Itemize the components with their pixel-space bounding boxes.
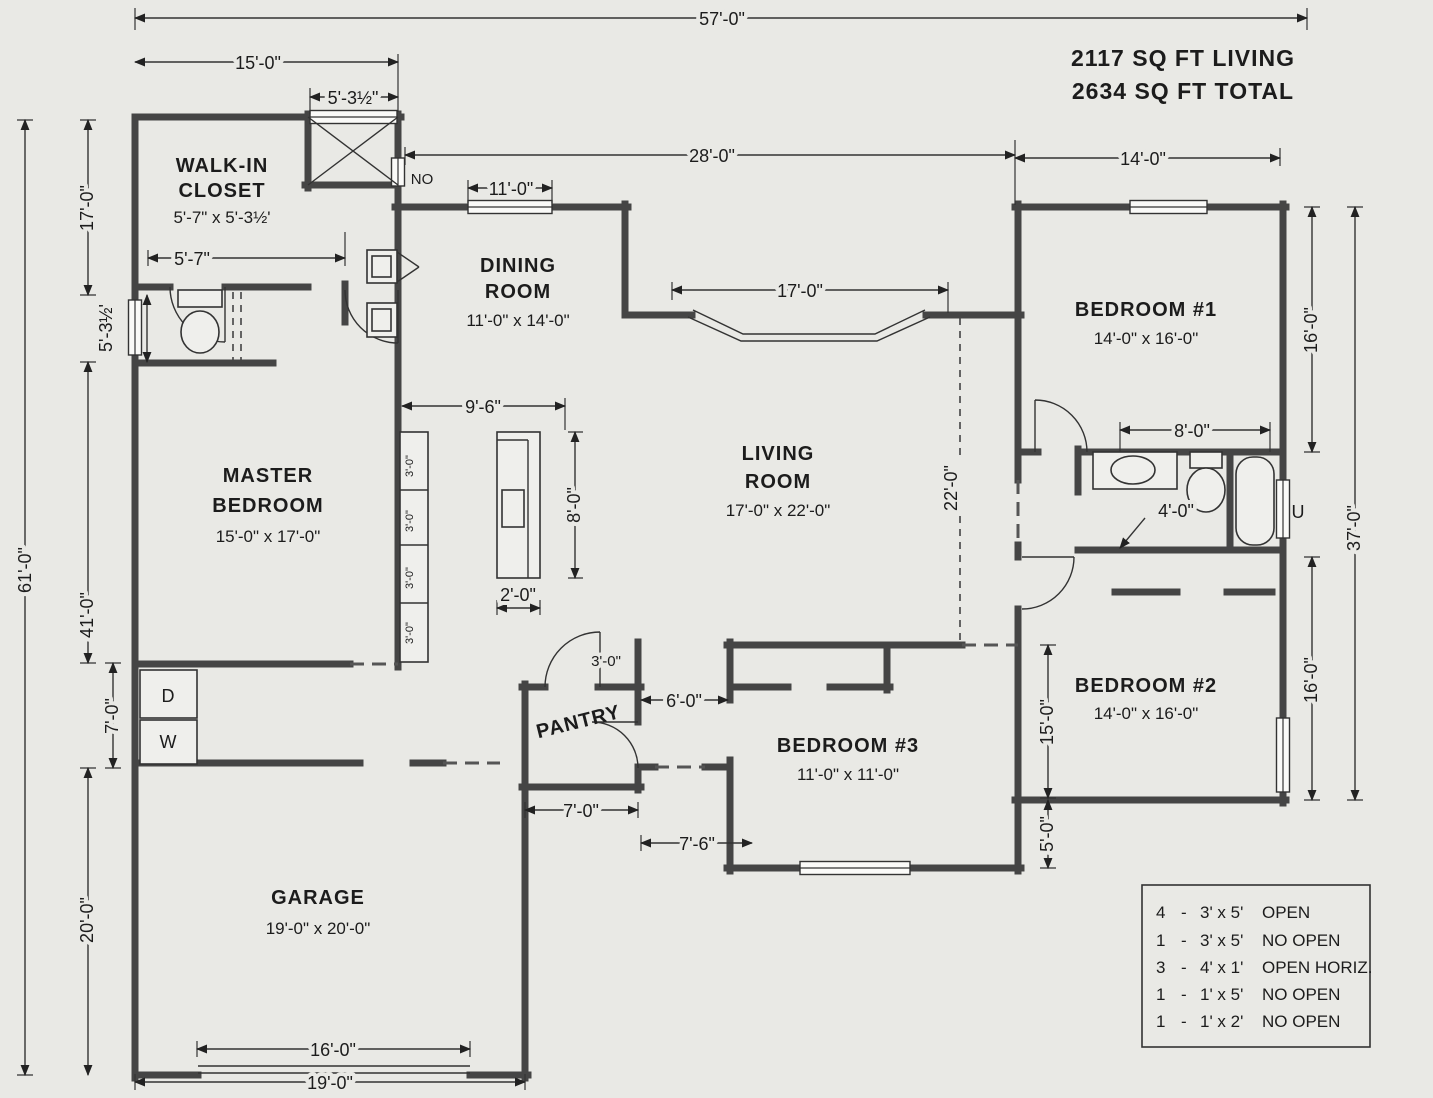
dim-living-depth: 22'-0" bbox=[941, 465, 961, 511]
window-legend: 4-3' x 5'OPEN 1-3' x 5'NO OPEN 3-4' x 1'… bbox=[1141, 884, 1373, 1048]
dim-cabinet-2: 3'-0" bbox=[404, 510, 416, 532]
dim-right-width: 14'-0" bbox=[1120, 149, 1166, 169]
dim-garage-door: 16'-0" bbox=[310, 1040, 356, 1060]
dim-closet-block-width: 15'-0" bbox=[235, 53, 281, 73]
doors bbox=[169, 286, 1088, 769]
dim-left-mid: 41'-0" bbox=[77, 592, 97, 638]
dim-cabinet-4: 3'-0" bbox=[404, 622, 416, 644]
legend-row-4: 1-1' x 5'NO OPEN bbox=[1156, 985, 1340, 1004]
refrigerator bbox=[366, 249, 420, 284]
dim-kitchen-width: 9'-6" bbox=[465, 397, 501, 417]
dim-right-total: 37'-0" bbox=[1344, 505, 1364, 551]
bath-sink bbox=[1092, 451, 1178, 490]
pantry-north-door bbox=[544, 631, 601, 688]
bedroom3-size: 11'-0" x 11'-0" bbox=[797, 765, 899, 784]
dim-overall-width: 57'-0" bbox=[699, 9, 745, 29]
washer-label: W bbox=[160, 732, 177, 752]
dryer-label: D bbox=[162, 686, 175, 706]
dim-hall-width: 6'-0" bbox=[666, 691, 702, 711]
dim-garage-depth: 20'-0" bbox=[77, 897, 97, 943]
legend-row-1: 4-3' x 5'OPEN bbox=[1156, 903, 1310, 922]
dim-closet-window: 5'-3½" bbox=[328, 88, 379, 108]
bedroom2-size: 14'-0" x 16'-0" bbox=[1094, 704, 1199, 723]
toilet-bath2 bbox=[1186, 451, 1226, 513]
living-room-size: 17'-0" x 22'-0" bbox=[726, 501, 831, 520]
garage-size: 19'-0" x 20'-0" bbox=[266, 919, 371, 938]
pantry-east-door bbox=[591, 721, 639, 769]
dim-left-window: 5'-3½' bbox=[96, 304, 116, 352]
bay-window bbox=[687, 309, 931, 342]
walk-in-closet-label-1: WALK-IN bbox=[176, 155, 269, 177]
no-open-label: NO bbox=[411, 171, 434, 188]
legend-row-3: 3-4' x 1'OPEN HORIZ. bbox=[1156, 958, 1373, 977]
legend-box bbox=[1141, 884, 1371, 1048]
master-hall-door bbox=[344, 289, 399, 344]
dim-left-upper: 17'-0" bbox=[77, 185, 97, 231]
dim-cabinet-1: 3'-0" bbox=[404, 455, 416, 477]
linen-closet-x bbox=[307, 116, 399, 186]
bath-hall-leader bbox=[1119, 517, 1146, 549]
dim-garage-width: 19'-0" bbox=[307, 1073, 353, 1093]
dim-dining-window: 11'-0" bbox=[489, 179, 534, 199]
windows bbox=[127, 109, 1291, 1074]
dining-room-size: 11'-0" x 14'-0" bbox=[466, 311, 569, 330]
master-bedroom-label-2: BEDROOM bbox=[212, 495, 323, 517]
legend-row-5: 1-1' x 2'NO OPEN bbox=[1156, 1012, 1340, 1031]
dim-bed2-inner: 15'-0" bbox=[1037, 699, 1057, 745]
sqft-total-label: 2634 SQ FT TOTAL bbox=[1072, 78, 1294, 104]
washer-box bbox=[139, 719, 198, 765]
dimension-lines bbox=[17, 8, 1363, 1090]
wall-openings-dashed bbox=[350, 480, 1020, 769]
dim-bed2-depth: 16'-0" bbox=[1301, 657, 1321, 703]
dim-pantry-width: 7'-0" bbox=[563, 801, 599, 821]
utility-label: U bbox=[1292, 502, 1305, 522]
dim-hall-offset: 7'-6" bbox=[679, 834, 715, 854]
kitchen-island bbox=[496, 431, 541, 579]
dim-overall-height: 61'-0" bbox=[15, 547, 35, 593]
kitchen-cabinets bbox=[399, 431, 429, 663]
dim-bath-width: 8'-0" bbox=[1174, 421, 1210, 441]
garage-door bbox=[198, 1065, 470, 1074]
living-room-label-2: ROOM bbox=[745, 471, 811, 493]
bedroom1-label: BEDROOM #1 bbox=[1075, 299, 1217, 321]
dining-room-label-2: ROOM bbox=[485, 281, 551, 303]
walk-in-closet-label-2: CLOSET bbox=[178, 180, 265, 202]
living-room-label-1: LIVING bbox=[742, 443, 815, 465]
garage-label: GARAGE bbox=[271, 887, 365, 909]
dim-bay-window: 17'-0" bbox=[777, 281, 823, 301]
dining-room-label-1: DINING bbox=[480, 255, 556, 277]
walk-in-closet-size: 5'-7" x 5'-3½' bbox=[173, 208, 270, 227]
labels: 2117 SQ FT LIVING 2634 SQ FT TOTAL WALK-… bbox=[11, 5, 1368, 1097]
dim-cabinet-3: 3'-0" bbox=[404, 567, 416, 589]
dim-island-width: 2'-0" bbox=[500, 585, 536, 605]
reference-dashed-lines bbox=[232, 292, 961, 642]
fixtures-group bbox=[139, 116, 1275, 765]
dim-pantry-door: 3'-0" bbox=[591, 653, 621, 670]
sqft-living-label: 2117 SQ FT LIVING bbox=[1071, 45, 1295, 71]
dim-laundry-depth: 7'-0" bbox=[102, 698, 122, 734]
wall-oven bbox=[366, 302, 398, 338]
master-bedroom-label-1: MASTER bbox=[223, 465, 313, 487]
bedroom1-size: 14'-0" x 16'-0" bbox=[1094, 329, 1199, 348]
dim-island-length: 8'-0" bbox=[564, 487, 584, 523]
bedroom2-label: BEDROOM #2 bbox=[1075, 675, 1217, 697]
dim-bath-hall: 4'-0" bbox=[1158, 501, 1194, 521]
dim-closet-inner: 5'-7" bbox=[174, 249, 210, 269]
legend-row-2: 1-3' x 5'NO OPEN bbox=[1156, 931, 1340, 950]
dim-mid-width: 28'-0" bbox=[689, 146, 735, 166]
dim-bed1-depth: 16'-0" bbox=[1301, 307, 1321, 353]
pantry-label: PANTRY bbox=[534, 701, 623, 743]
bathtub bbox=[1235, 456, 1275, 546]
toilet-master bbox=[177, 289, 223, 354]
bedroom1-door bbox=[1034, 399, 1088, 453]
dim-bed2-offset: 5'-0" bbox=[1037, 816, 1057, 852]
master-bedroom-size: 15'-0" x 17'-0" bbox=[216, 527, 321, 546]
bedroom3-label: BEDROOM #3 bbox=[777, 735, 919, 757]
dryer-box bbox=[139, 669, 198, 719]
bedroom2-door bbox=[1021, 556, 1075, 610]
